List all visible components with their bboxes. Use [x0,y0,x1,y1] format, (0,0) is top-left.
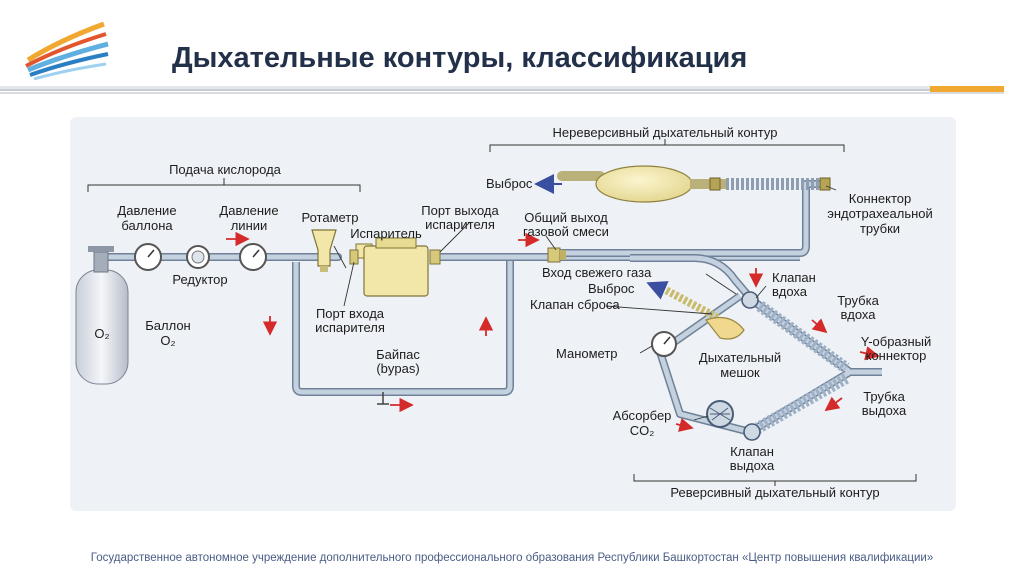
label-y-connector-1: Y-образный [861,334,932,349]
logo [25,21,109,80]
label-expiratory-tube-1: Трубка [863,389,905,404]
inspiratory-tube [756,301,850,373]
label-bypass-1: Байпас [376,347,420,362]
label-co2-absorber-2: CO₂ [630,423,655,438]
expiratory-tube [755,372,849,434]
label-inspiratory-tube-1: Трубка [837,293,879,308]
bypass-pipe [292,257,514,405]
reducer [186,245,210,269]
vaporizer [349,237,441,297]
label-inspiratory-valve-1: Клапан [772,270,816,285]
label-co2-absorber-1: Абсорбер [613,408,672,423]
label-vaporizer-outlet-2: испарителя [425,217,495,232]
label-connector-3: трубки [860,221,900,236]
flow-arrows [226,231,880,432]
label-cylinder-1: Баллон [145,318,191,333]
label-inspiratory-valve-2: вдоха [772,284,808,299]
label-connector-2: эндотрахеальной [827,206,933,221]
label-expiratory-tube-2: выдоха [862,403,907,418]
label-vaporizer: Испаритель [350,226,422,241]
label-exhaust-mid: Выброс [588,281,635,296]
label-bypass-2: (bypas) [376,361,419,376]
relief-valve [660,284,720,322]
leader-lines [333,185,837,421]
header-divider [0,86,1004,94]
co2-absorber [706,400,734,428]
fresh-gas-pipe [630,254,756,303]
label-vaporizer-inlet-2: испарителя [315,320,385,335]
exhaust-mid-arrow [646,281,669,300]
label-cylinder-pressure-1: Давление [117,203,176,218]
label-expiratory-valve-1: Клапан [730,444,774,459]
label-inspiratory-tube-2: вдоха [840,307,876,322]
nonrebreathing-pipe [560,180,826,257]
label-expiratory-valve-2: выдоха [730,458,775,473]
cylinder-pressure-gauge [134,243,162,271]
label-cylinder-2: O₂ [160,333,175,348]
label-vaporizer-inlet-1: Порт входа [316,306,385,321]
label-common-outlet-1: Общий выход [524,210,608,225]
label-vaporizer-outlet-1: Порт выхода [421,203,499,218]
label-exhaust-top: Выброс [486,176,533,191]
label-rotameter: Ротаметр [301,210,358,225]
label-line-pressure-1: Давление [219,203,278,218]
rotameter [311,229,337,272]
nonrebreathing-bag [557,165,831,203]
label-manometer: Манометр [556,346,618,361]
label-breathing-bag-2: мешок [720,365,760,380]
label-nonrebreathing: Нереверсивный дыхательный контур [553,125,778,140]
expiratory-valve [743,423,761,441]
page-title: Дыхательные контуры, классификация [172,42,748,74]
bracket-rebreathing [633,474,917,486]
label-oxygen-supply: Подача кислорода [169,162,282,177]
bracket-nonrebreathing [489,139,845,152]
label-cylinder-pressure-2: баллона [121,218,173,233]
manometer [651,331,677,357]
label-breathing-bag-1: Дыхательный [699,350,781,365]
label-reducer: Редуктор [172,272,227,287]
label-y-connector-2: коннектор [866,348,927,363]
label-relief-valve: Клапан сброса [530,297,620,312]
oxygen-cylinder: O₂ [75,246,129,385]
label-fresh-gas-inlet: Вход свежего газа [542,265,652,280]
label-line-pressure-2: линии [231,218,268,233]
bracket-oxygen-supply [87,178,361,192]
label-rebreathing: Реверсивный дыхательный контур [670,485,879,500]
breathing-bag [705,317,745,340]
footer-text: Государственное автономное учреждение до… [90,552,934,564]
label-connector-1: Коннектор [849,191,912,206]
cylinder-mark: O₂ [94,326,109,341]
common-gas-outlet [547,247,566,263]
line-pressure-gauge [239,243,267,271]
inspiratory-valve [741,291,759,309]
label-common-outlet-2: газовой смеси [523,224,609,239]
